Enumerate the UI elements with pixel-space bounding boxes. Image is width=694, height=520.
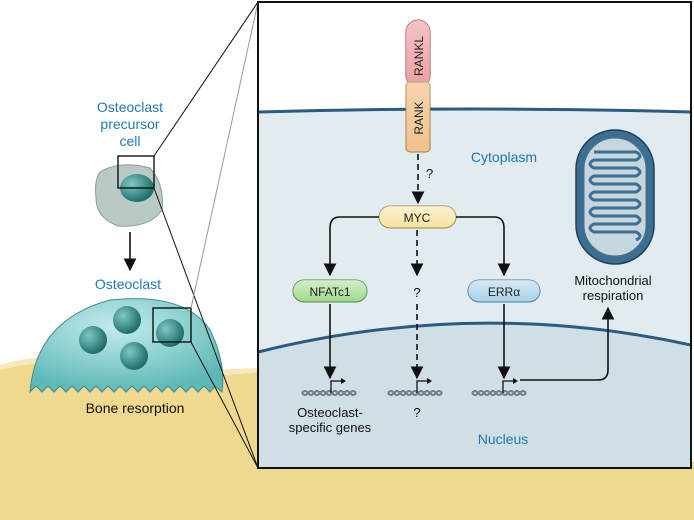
bone-surface-right	[258, 462, 694, 520]
bone-resorption-label: Bone resorption	[86, 400, 185, 416]
nfatc1-label: NFATc1	[309, 285, 350, 299]
precursor-label-line-1: Osteoclast	[97, 99, 163, 115]
mito-label-line-2: respiration	[583, 288, 644, 303]
middle-question: ?	[413, 285, 420, 300]
myc-label: MYC	[404, 211, 431, 225]
plasma-membrane	[258, 107, 691, 114]
mitochondrion-icon	[575, 129, 655, 265]
rankl-label: RANKL	[412, 36, 426, 76]
precursor-label-line-2: precursor	[100, 116, 159, 132]
dna-unknown-gene	[387, 378, 443, 396]
rank-myc-question: ?	[426, 166, 433, 181]
genes-label-line-1: Osteoclast-	[297, 405, 363, 420]
osteoclast-cell	[29, 298, 224, 394]
precursor-label-line-3: cell	[119, 133, 140, 149]
bone-surface-edge	[0, 357, 258, 520]
extracellular-space	[258, 2, 691, 112]
dna-osteoclast-genes	[301, 378, 357, 396]
zoom-line-top-2	[153, 187, 259, 469]
myc-to-erra-arrow	[456, 216, 511, 277]
gene-to-respiration-arrow	[520, 306, 615, 381]
rank-label: RANK	[412, 101, 426, 134]
precursor-cell	[95, 164, 163, 227]
zoom-panel-border	[257, 1, 692, 469]
zoom-panel: RANKL RANK Cytoplasm Nucleus ? MYC NFATc…	[258, 2, 691, 468]
osteoclast-zoom-box	[152, 307, 192, 343]
zoom-line-top-1	[153, 1, 259, 157]
erra-label: ERRα	[488, 285, 520, 299]
cytoplasm-label: Cytoplasm	[471, 149, 537, 165]
zoom-line-bottom-1	[190, 1, 259, 309]
precursor-zoom-box	[117, 155, 155, 189]
gene-question: ?	[413, 405, 420, 420]
osteoclast-label: Osteoclast	[95, 276, 161, 292]
mito-label-line-1: Mitochondrial	[574, 273, 651, 288]
dna-erra-gene	[471, 378, 527, 396]
nucleus-label: Nucleus	[478, 431, 529, 447]
myc-to-nfatc1-arrow	[323, 216, 379, 277]
zoom-line-bottom-2	[190, 341, 259, 469]
genes-label-line-2: specific genes	[289, 420, 372, 435]
nuclear-membrane	[258, 321, 691, 354]
